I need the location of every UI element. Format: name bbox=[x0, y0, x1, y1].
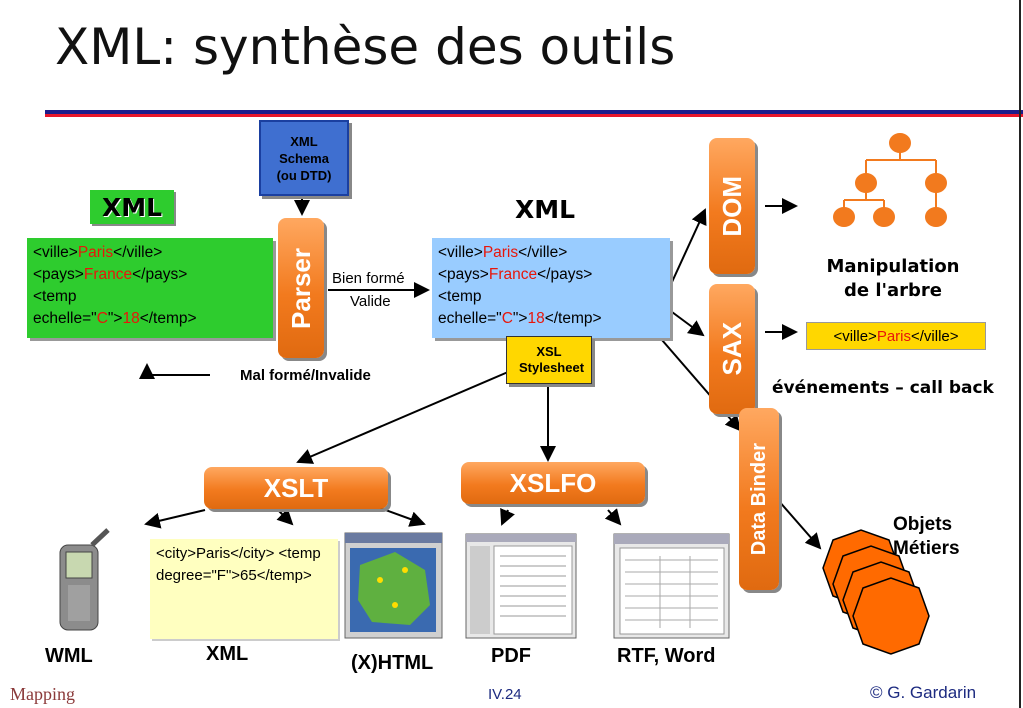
data-binder-box: Data Binder bbox=[739, 408, 779, 590]
sax-box: SAX bbox=[709, 284, 755, 414]
title-rule-red bbox=[45, 114, 1023, 117]
wml-label: WML bbox=[45, 645, 93, 667]
xml-mid-label: XML bbox=[515, 195, 576, 224]
xml-source-box: <ville>Paris</ville> <pays>France</pays>… bbox=[27, 238, 273, 338]
mal-forme-label: Mal formé/Invalide bbox=[240, 367, 371, 384]
sax-output-box: <ville>Paris</ville> bbox=[806, 322, 986, 350]
octagon-stack-icon bbox=[822, 529, 930, 655]
xslt-box: XSLT bbox=[204, 467, 388, 509]
xhtml-label: (X)HTML bbox=[351, 652, 434, 674]
manipulation-label: Manipulation de l'arbre bbox=[826, 256, 960, 301]
pdf-label: PDF bbox=[491, 645, 531, 667]
xml-parsed-box: <ville>Paris</ville> <pays>France</pays>… bbox=[432, 238, 670, 338]
objets-metiers-label: Objets Métiers bbox=[893, 514, 960, 559]
title-rule-blue bbox=[45, 110, 1023, 114]
xslfo-box: XSLFO bbox=[461, 462, 645, 504]
arrows bbox=[139, 196, 822, 550]
valide-label: Valide bbox=[350, 293, 391, 310]
bien-forme-label: Bien formé bbox=[332, 270, 405, 287]
evenements-label: événements – call back bbox=[772, 378, 994, 398]
tree-icon bbox=[833, 133, 947, 227]
xsl-stylesheet-box: XSL Stylesheet bbox=[506, 336, 592, 384]
phone-icon bbox=[59, 528, 110, 631]
dom-box: DOM bbox=[709, 138, 755, 274]
parser-box: Parser bbox=[278, 218, 324, 358]
xml-output-label: XML bbox=[206, 643, 249, 665]
schema-label: XML Schema (ou DTD) bbox=[276, 133, 332, 183]
pdf-screenshot-icon bbox=[465, 533, 577, 639]
rtf-word-label: RTF, Word bbox=[617, 645, 716, 667]
xml-left-label: XML bbox=[90, 190, 174, 224]
footer-right: © G. Gardarin bbox=[870, 683, 977, 702]
schema-box: XML Schema (ou DTD) bbox=[259, 120, 349, 196]
map-screenshot-icon bbox=[344, 532, 443, 639]
word-screenshot-icon bbox=[613, 533, 730, 639]
city-code-box: <city>Paris</city> <temp degree="F">65</… bbox=[150, 539, 338, 639]
footer-center: IV.24 bbox=[488, 686, 522, 703]
footer-left: Mapping bbox=[10, 684, 75, 704]
page-title: XML: synthèse des outils bbox=[55, 18, 676, 76]
right-border bbox=[1019, 0, 1021, 708]
